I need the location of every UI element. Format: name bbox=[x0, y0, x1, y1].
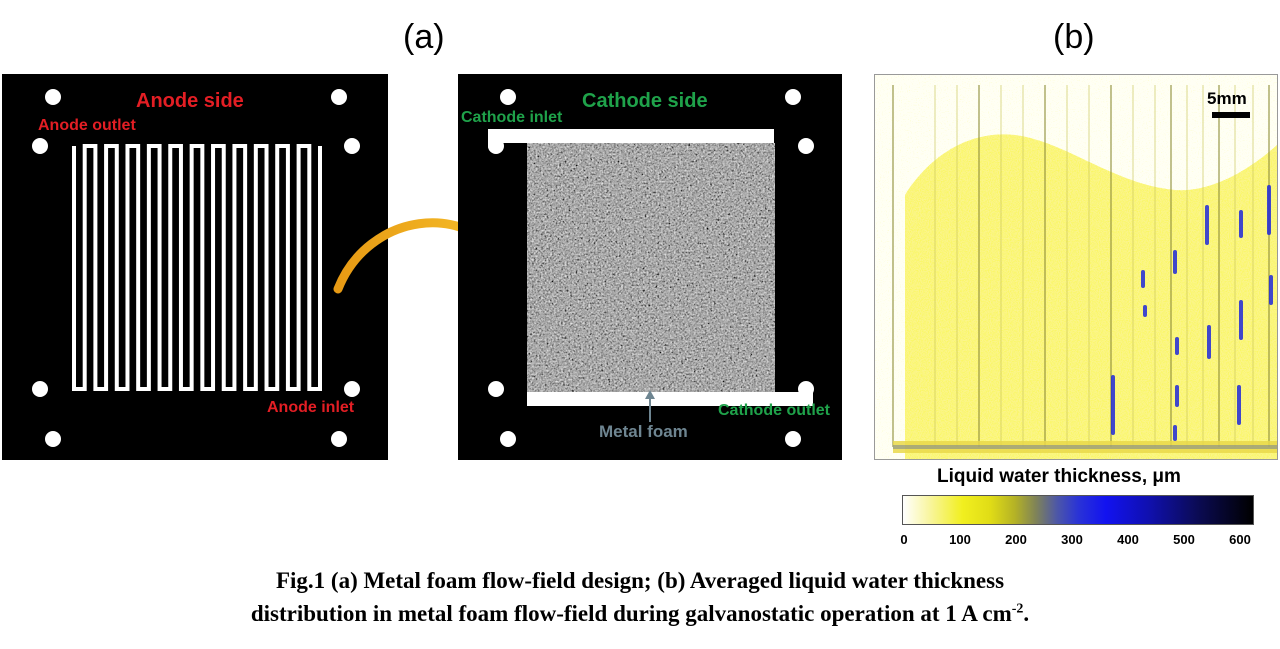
anode-outlet-label: Anode outlet bbox=[38, 117, 136, 134]
outlet-port bbox=[799, 382, 813, 406]
metal-foam-label: Metal foam bbox=[599, 422, 688, 441]
colorbar-tick-label: 200 bbox=[1005, 532, 1027, 547]
bolt-hole bbox=[45, 431, 61, 447]
figure-caption-line1: Fig.1 (a) Metal foam flow-field design; … bbox=[275, 568, 1005, 593]
caption-line2-end: . bbox=[1023, 601, 1030, 626]
cathode-outlet-label: Cathode outlet bbox=[718, 402, 830, 419]
water-slug bbox=[1237, 385, 1241, 425]
colorbar-tick-label: 400 bbox=[1117, 532, 1139, 547]
bolt-hole bbox=[344, 381, 360, 397]
panel-a-label: (a) bbox=[403, 18, 445, 56]
metal-foam bbox=[527, 143, 775, 392]
water-slug bbox=[1269, 275, 1273, 305]
bolt-hole bbox=[798, 138, 814, 154]
cathode-side-title: Cathode side bbox=[582, 90, 708, 112]
bolt-hole bbox=[488, 381, 504, 397]
bolt-hole bbox=[500, 431, 516, 447]
scale-bar-label: 5mm bbox=[1207, 89, 1247, 108]
colorbar-tick-label: 500 bbox=[1173, 532, 1195, 547]
bolt-hole bbox=[45, 89, 61, 105]
caption-superscript: -2 bbox=[1011, 601, 1024, 617]
anode-inlet-label: Anode inlet bbox=[267, 399, 355, 416]
water-slug bbox=[1205, 205, 1209, 245]
water-slug bbox=[1143, 305, 1147, 317]
serpentine-channel bbox=[72, 144, 322, 391]
colorbar-tick-label: 0 bbox=[900, 532, 908, 547]
thickness-image bbox=[875, 75, 1277, 459]
water-slug bbox=[1175, 385, 1179, 407]
bolt-hole bbox=[785, 89, 801, 105]
water-slug bbox=[1239, 210, 1243, 238]
panel-b-label: (b) bbox=[1053, 18, 1095, 56]
water-slug bbox=[1267, 185, 1271, 235]
anode-side-title: Anode side bbox=[136, 90, 244, 112]
water-slug bbox=[1173, 425, 1177, 441]
water-slug bbox=[1141, 270, 1145, 288]
cathode-plate: Cathode side Cathode inlet Metal foam bbox=[458, 74, 842, 460]
bolt-hole bbox=[785, 431, 801, 447]
metal-foam-pointer bbox=[645, 390, 655, 422]
outlet-manifold bbox=[527, 392, 813, 406]
caption-line2-text: distribution in metal foam flow-field du… bbox=[250, 601, 1012, 626]
inlet-port bbox=[488, 129, 502, 153]
colorbar-tick-label: 100 bbox=[949, 532, 971, 547]
cathode-inlet-label: Cathode inlet bbox=[461, 109, 563, 126]
water-slug bbox=[1207, 325, 1211, 359]
inlet-manifold bbox=[488, 129, 774, 143]
colorbar-title: Liquid water thickness, μm bbox=[937, 466, 1181, 487]
scale-bar bbox=[1212, 112, 1250, 118]
bolt-hole bbox=[32, 138, 48, 154]
water-thickness-map: 5mm bbox=[874, 74, 1278, 460]
colorbar-tick-label: 300 bbox=[1061, 532, 1083, 547]
bolt-hole bbox=[344, 138, 360, 154]
figure-caption-line2: distribution in metal foam flow-field du… bbox=[0, 601, 1280, 627]
colorbar bbox=[902, 495, 1254, 525]
anode-plate: Anode side Anode outlet Anode inlet bbox=[2, 74, 388, 460]
water-slug bbox=[1173, 250, 1177, 274]
bolt-hole bbox=[331, 89, 347, 105]
colorbar-tick-label: 600 bbox=[1229, 532, 1251, 547]
bolt-hole bbox=[500, 89, 516, 105]
bolt-hole bbox=[331, 431, 347, 447]
water-slug bbox=[1239, 300, 1243, 340]
bolt-hole bbox=[32, 381, 48, 397]
water-slug bbox=[1111, 375, 1115, 435]
water-slug bbox=[1175, 337, 1179, 355]
